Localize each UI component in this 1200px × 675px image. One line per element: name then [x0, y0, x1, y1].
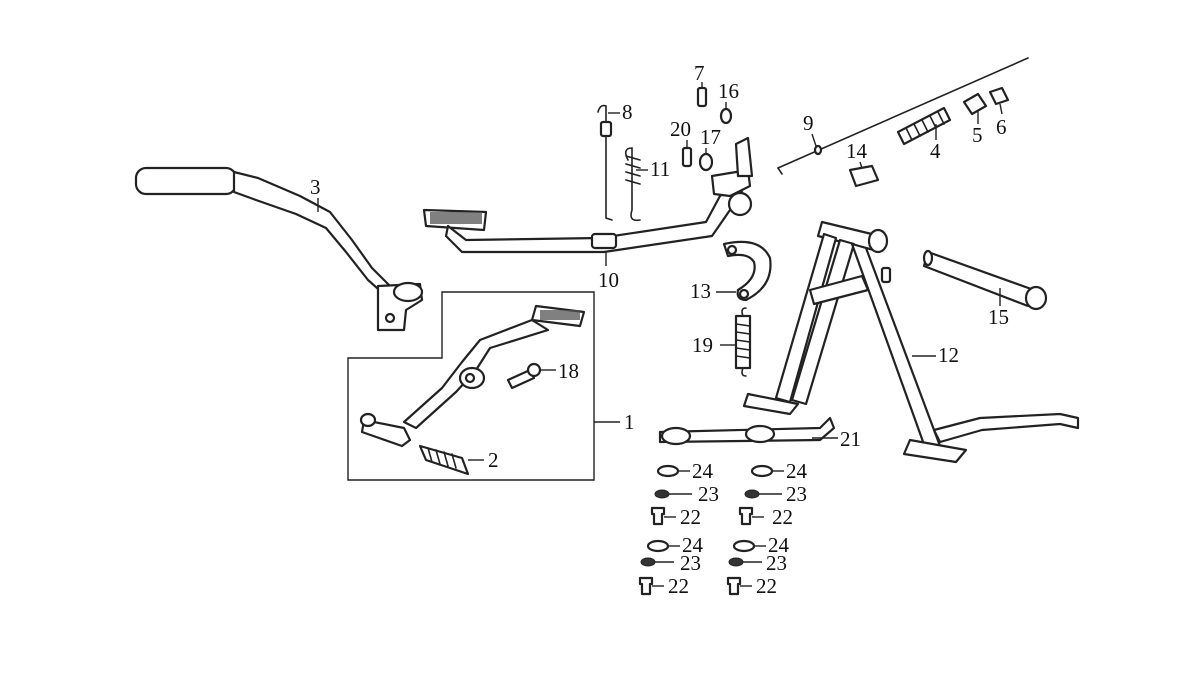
- washer-17: [698, 152, 714, 172]
- bolt-18: [506, 362, 542, 390]
- fastener-set-left-bottom: [638, 539, 670, 596]
- label-24-a: 24: [692, 459, 714, 483]
- label-16: 16: [718, 79, 739, 103]
- label-9: 9: [803, 111, 814, 135]
- label-12: 12: [938, 343, 959, 367]
- label-21: 21: [840, 427, 861, 451]
- brake-rod: [777, 57, 1029, 175]
- label-22-c: 22: [668, 574, 689, 598]
- label-8: 8: [622, 100, 633, 124]
- rod-spring: [896, 106, 952, 146]
- label-24-c: 24: [682, 533, 704, 557]
- stand-shaft-15: [922, 249, 1048, 311]
- label-17: 17: [700, 125, 721, 149]
- stand-bracket-13: [722, 240, 772, 302]
- label-19: 19: [692, 333, 713, 357]
- stopper-14: [848, 164, 880, 188]
- label-18: 18: [558, 359, 579, 383]
- pin-7: [696, 86, 708, 108]
- stand-spring-19: [734, 307, 752, 377]
- pin-20: [681, 146, 693, 168]
- fastener-set-left-top: [650, 464, 680, 526]
- label-22-a: 22: [680, 505, 701, 529]
- label-15: 15: [988, 305, 1009, 329]
- label-23-c: 23: [680, 551, 701, 575]
- label-24-b: 24: [786, 459, 808, 483]
- label-4: 4: [930, 139, 941, 163]
- label-22-d: 22: [756, 574, 777, 598]
- return-spring: [624, 147, 641, 222]
- label-13: 13: [690, 279, 711, 303]
- shift-rubber-2: [418, 444, 470, 476]
- plate-21: [658, 416, 836, 446]
- label-23-d: 23: [766, 551, 787, 575]
- label-22-b: 22: [772, 505, 793, 529]
- label-1: 1: [624, 410, 635, 434]
- clevis-5: [962, 92, 988, 116]
- label-3: 3: [310, 175, 321, 199]
- nut-6: [988, 86, 1010, 106]
- assembly-frame-1: [347, 291, 595, 481]
- gear-shift-pedal: [359, 304, 586, 448]
- label-6: 6: [996, 115, 1007, 139]
- label-10: 10: [598, 268, 619, 292]
- label-7: 7: [694, 61, 705, 85]
- label-23-b: 23: [786, 482, 807, 506]
- label-2: 2: [488, 448, 499, 472]
- label-20: 20: [670, 117, 691, 141]
- main-stand-12: [742, 220, 1080, 464]
- washer-16: [719, 107, 733, 125]
- label-11: 11: [650, 157, 670, 181]
- label-5: 5: [972, 123, 983, 147]
- spring-rod: [597, 104, 613, 221]
- fastener-set-right-top: [738, 464, 774, 526]
- label-24-d: 24: [768, 533, 790, 557]
- label-14: 14: [846, 139, 868, 163]
- brake-pedal: [422, 136, 754, 254]
- kick-starter-lever: [134, 166, 424, 332]
- label-23-a: 23: [698, 482, 719, 506]
